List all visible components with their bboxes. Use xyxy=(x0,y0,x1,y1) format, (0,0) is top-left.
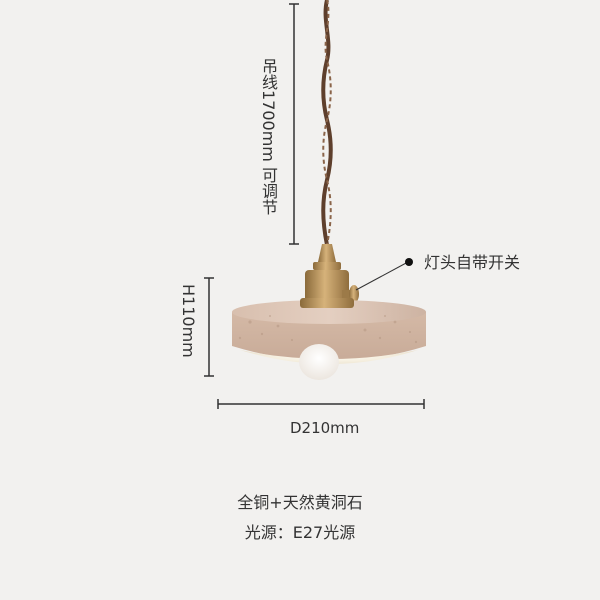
light-source-caption: 光源：E27光源 xyxy=(244,523,356,542)
diameter-dimension xyxy=(217,399,425,409)
switch-callout xyxy=(355,258,413,291)
cord xyxy=(321,0,333,246)
material-caption: 全铜+天然黄洞石 xyxy=(237,493,363,512)
height-label: H110mm xyxy=(179,284,198,358)
cord-length-dimension xyxy=(289,3,299,245)
height-dimension xyxy=(204,277,214,377)
diameter-label: D210mm xyxy=(290,419,360,437)
switch-note-label: 灯头自带开关 xyxy=(424,253,521,272)
cord-length-label: 吊线1700mm 可调节 xyxy=(259,58,278,215)
bulb xyxy=(299,344,339,380)
travertine-shade xyxy=(232,298,426,364)
